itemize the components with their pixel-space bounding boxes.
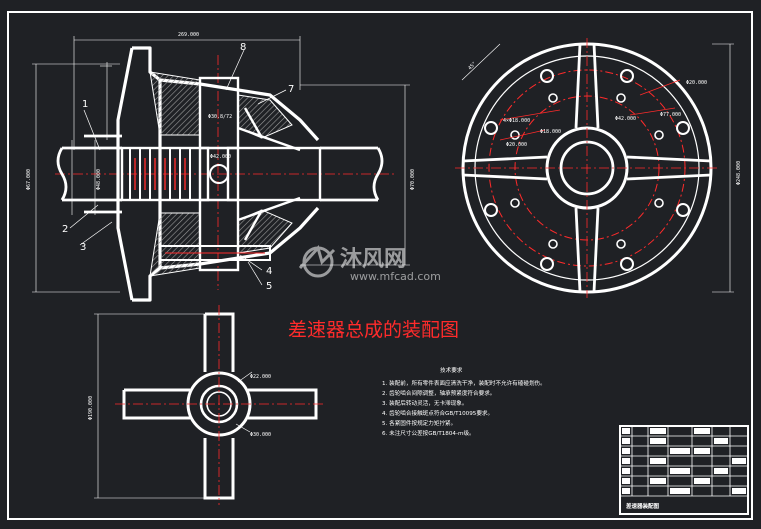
dim-bolt-a: 4×Φ18.000 — [503, 118, 530, 124]
dim-angle: 45° — [467, 61, 478, 72]
dim-inner: Φ42.000 — [210, 154, 231, 160]
part-label-7: 7 — [288, 84, 294, 95]
part-label-8: 8 — [240, 42, 246, 53]
note-line-1: 1. 装配前，所有零件表面应清洗干净，装配时不允许有磕碰划伤。 — [382, 379, 546, 387]
dim-bolt-e: Φ42.000 — [615, 116, 636, 122]
part-label-5: 5 — [266, 281, 272, 292]
note-line-5: 5. 各紧固件按规定力矩拧紧。 — [382, 419, 456, 427]
part-label-4: 4 — [266, 266, 272, 277]
dim-seal: Φ30.8/72 — [208, 114, 232, 120]
dim-bolt-c: Φ18.000 — [540, 129, 561, 135]
dim-cross-arm: Φ22.000 — [250, 374, 271, 380]
title-block: 差速器装配图 — [619, 425, 749, 515]
watermark: 沐风网 www.mfcad.com — [298, 244, 441, 283]
notes-heading: 技术要求 — [440, 366, 463, 374]
drawing-title: 差速器总成的装配图 — [288, 319, 459, 341]
watermark-brand: 沐风网 — [340, 247, 406, 272]
sheet-border — [7, 11, 753, 520]
note-line-6: 6. 未注尺寸公差按GB/T1804-m级。 — [382, 429, 475, 437]
dim-bolt-d: Φ77.000 — [660, 112, 681, 118]
dim-circle-height: Φ248.000 — [736, 161, 742, 185]
note-line-4: 4. 齿轮啮合接触斑点符合GB/T10095要求。 — [382, 409, 493, 417]
part-label-2: 2 — [62, 224, 68, 235]
dim-top-width: 269.000 — [178, 32, 199, 38]
watermark-logo-icon — [298, 244, 336, 278]
part-label-3: 3 — [80, 242, 86, 253]
dim-bolt-b: Φ20.000 — [506, 142, 527, 148]
watermark-url: www.mfcad.com — [350, 270, 441, 283]
dim-spline: Φ48.000 — [96, 169, 102, 190]
technical-notes: 技术要求 1. 装配前，所有零件表面应清洗干净，装配时不允许有磕碰划伤。 2. … — [382, 366, 546, 437]
end-view: 45° 4×Φ18.000 Φ20.000 Φ18.000 Φ77.000 Φ4… — [455, 38, 742, 298]
dim-cross-height: Φ190.000 — [88, 396, 94, 420]
note-line-2: 2. 齿轮啮合间隙调整，轴承预紧度符合要求。 — [382, 389, 495, 397]
part-label-1: 1 — [82, 99, 88, 110]
dim-left-height: Φ67.000 — [26, 169, 32, 190]
dim-right-height: Φ70.000 — [410, 169, 416, 190]
dim-cross-hub: Φ30.000 — [250, 432, 271, 438]
note-line-3: 3. 装配后转动灵活，无卡滞现象。 — [382, 399, 467, 407]
cross-view: Φ190.000 Φ22.000 Φ30.000 — [88, 305, 325, 505]
section-view: 1 2 3 4 5 7 8 269.000 Φ67.000 Φ70.000 Φ4… — [26, 32, 416, 302]
title-block-caption: 差速器装配图 — [626, 502, 660, 510]
dim-outer-r: Φ20.000 — [686, 80, 707, 86]
